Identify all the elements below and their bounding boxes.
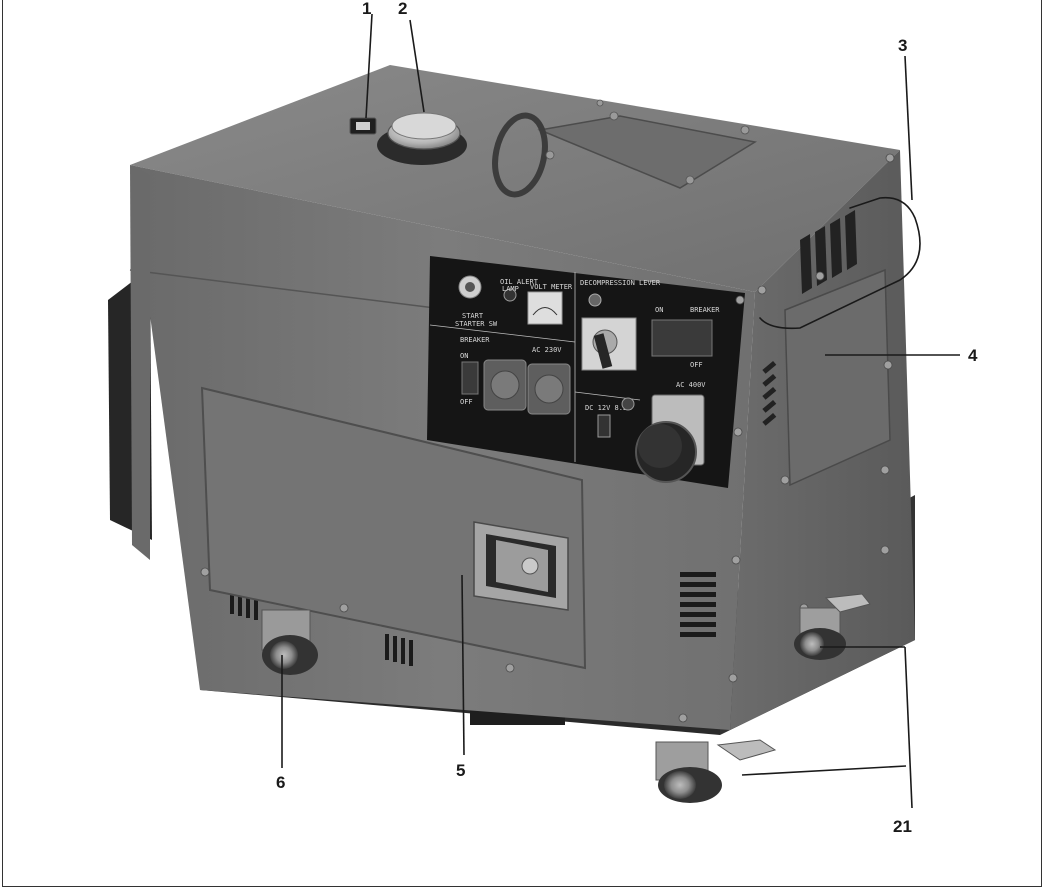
dc-outlet	[597, 414, 611, 438]
fuel-cap	[377, 112, 467, 165]
choke-icon	[588, 293, 602, 307]
starter-sw-text: STARTER SW	[455, 320, 498, 328]
socket-230v-2	[527, 363, 571, 415]
volt-meter-text: VOLT METER	[530, 283, 573, 291]
door-latch	[473, 521, 569, 611]
lamp-text: LAMP	[502, 285, 519, 293]
oil-alert-text: OIL ALERT	[500, 278, 539, 286]
top-fasteners	[545, 99, 750, 185]
housing-top	[130, 65, 900, 292]
bottom-vents	[230, 590, 413, 666]
front-vents	[680, 572, 716, 637]
control-panel: OIL ALERT LAMP VOLT METER START STARTER …	[427, 256, 745, 488]
callout-5: 5	[456, 761, 465, 780]
side-vents-lower	[762, 360, 777, 426]
callout-6: 6	[276, 773, 285, 792]
ac-230v-text: AC 230V	[532, 346, 562, 354]
top-access-plate	[537, 115, 758, 189]
callout-2: 2	[398, 0, 407, 18]
breaker-left-switch	[461, 361, 479, 395]
leader-lines	[281, 13, 960, 809]
callout-1: 1	[362, 0, 371, 18]
callout-3: 3	[898, 36, 907, 55]
breaker-left-text: BREAKER	[460, 336, 490, 344]
front-right-wheel	[655, 739, 777, 803]
carry-handle	[759, 196, 921, 330]
start-text: START	[462, 312, 484, 320]
socket-230v-1	[483, 359, 527, 411]
off-left-text: OFF	[460, 398, 473, 406]
on-left-text: ON	[460, 352, 468, 360]
on-right-text: ON	[655, 306, 663, 314]
front-left-wheel	[261, 609, 318, 675]
side-access-panel	[784, 268, 891, 487]
breaker-right-switch	[651, 319, 713, 357]
off-right-text: OFF	[690, 361, 703, 369]
dc-text: DC 12V 8.3A	[585, 404, 632, 412]
lifting-ring	[492, 112, 548, 198]
callout-21: 21	[893, 817, 912, 836]
socket-400v	[635, 394, 705, 483]
oil-alert-lamp-icon	[503, 288, 517, 302]
rear-right-wheel	[794, 593, 871, 660]
breaker-right-text: BREAKER	[690, 306, 720, 314]
callout-4: 4	[968, 346, 978, 365]
side-vents-upper	[800, 210, 857, 294]
ac-400v-text: AC 400V	[676, 381, 706, 389]
decompression-text: DECOMPRESSION LEVER	[580, 279, 661, 287]
